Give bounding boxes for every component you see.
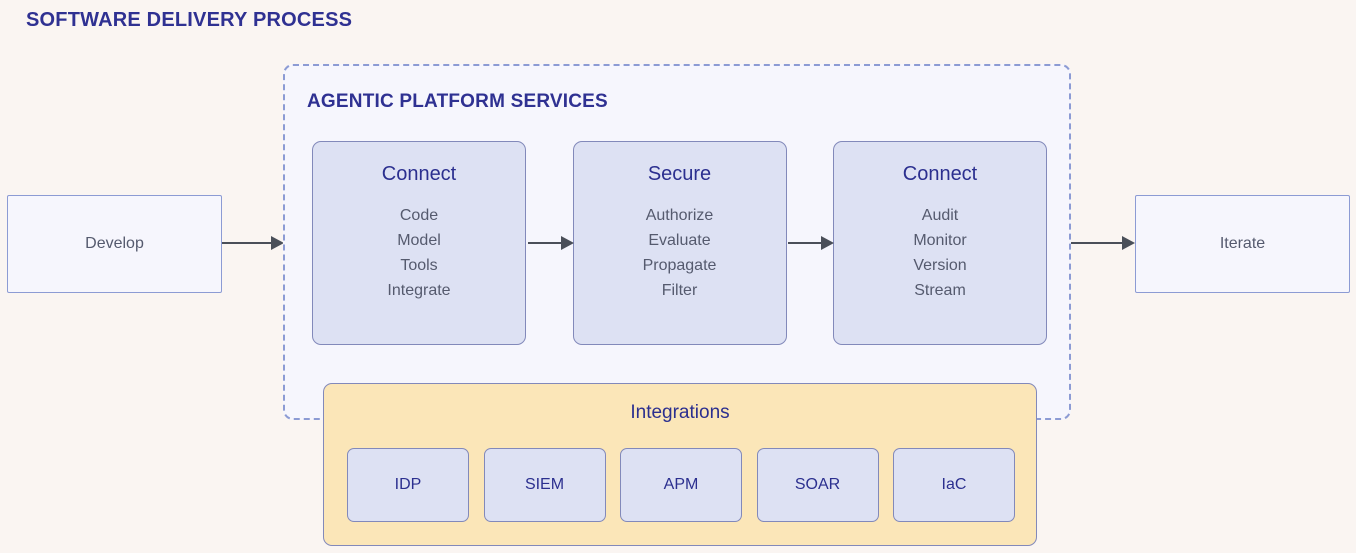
integration-chip-label: APM xyxy=(663,476,699,493)
service-card-title: Connect xyxy=(902,163,978,185)
service-cards-row: Connect Code Model Tools Integrate Secur… xyxy=(312,141,1047,345)
service-card-observe[interactable]: Connect Audit Monitor Version Stream xyxy=(833,141,1047,345)
integration-chip-apm[interactable]: APM xyxy=(620,448,742,522)
service-card-items: Authorize Evaluate Propagate Filter xyxy=(574,203,786,303)
platform-title: AGENTIC PLATFORM SERVICES xyxy=(307,91,608,112)
arrow-shaft xyxy=(528,242,561,244)
integration-chip-iac[interactable]: IaC xyxy=(893,448,1015,522)
integration-chip-label: IaC xyxy=(941,476,967,493)
arrow-head-icon xyxy=(561,236,574,250)
service-card-item: Audit xyxy=(921,207,959,224)
arrow-head-icon xyxy=(1122,236,1135,250)
arrow-shaft xyxy=(788,242,821,244)
integration-chip-label: IDP xyxy=(394,476,422,493)
flow-end-label: Iterate xyxy=(1219,235,1266,252)
arrow-head-icon xyxy=(271,236,284,250)
service-card-item: Code xyxy=(399,207,439,224)
integration-chip-label: SOAR xyxy=(794,476,841,493)
service-card-item: Filter xyxy=(661,282,698,299)
arrow-develop-to-platform xyxy=(222,236,284,250)
service-card-item: Propagate xyxy=(642,257,717,274)
arrow-shaft xyxy=(222,242,271,244)
service-card-item: Integrate xyxy=(387,282,451,299)
integration-chip-siem[interactable]: SIEM xyxy=(483,448,606,522)
service-card-title: Connect xyxy=(381,163,457,185)
service-card-item: Model xyxy=(397,232,441,249)
service-card-items: Code Model Tools Integrate xyxy=(313,203,525,303)
service-card-connect[interactable]: Connect Code Model Tools Integrate xyxy=(312,141,526,345)
flow-end-iterate[interactable]: Iterate xyxy=(1135,195,1350,293)
arrow-shaft xyxy=(1071,242,1122,244)
integrations-title: Integrations xyxy=(630,402,730,423)
service-card-item: Monitor xyxy=(913,232,967,249)
flow-start-develop[interactable]: Develop xyxy=(7,195,222,293)
integration-chip-idp[interactable]: IDP xyxy=(347,448,469,522)
service-card-secure[interactable]: Secure Authorize Evaluate Propagate Filt… xyxy=(572,141,787,345)
integrations-panel: Integrations IDP SIEM APM SOAR IaC xyxy=(323,383,1037,546)
arrow-connect-to-secure xyxy=(528,236,574,250)
integration-chips-row: IDP SIEM APM SOAR IaC xyxy=(347,448,1015,522)
service-card-title: Secure xyxy=(647,163,712,185)
service-card-item: Evaluate xyxy=(648,232,711,249)
service-card-item: Stream xyxy=(914,282,966,299)
service-card-item: Version xyxy=(913,257,967,274)
service-card-items: Audit Monitor Version Stream xyxy=(834,203,1046,303)
service-card-item: Authorize xyxy=(645,207,714,224)
arrow-secure-to-observe xyxy=(788,236,834,250)
page-title: SOFTWARE DELIVERY PROCESS xyxy=(26,9,353,31)
integration-chip-soar[interactable]: SOAR xyxy=(756,448,879,522)
flow-start-label: Develop xyxy=(85,235,144,252)
integration-chip-label: SIEM xyxy=(524,476,565,493)
service-card-item: Tools xyxy=(400,257,438,274)
arrow-head-icon xyxy=(821,236,834,250)
arrow-platform-to-iterate xyxy=(1071,236,1135,250)
